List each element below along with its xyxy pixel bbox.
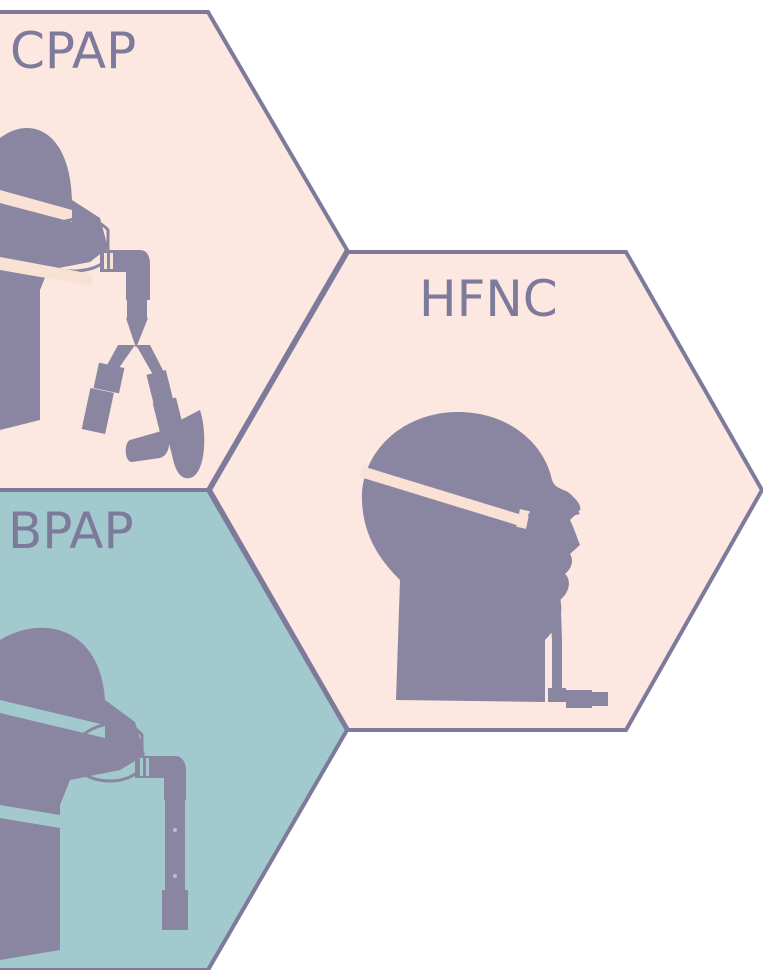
cpap-label: CPAP	[10, 22, 137, 80]
bpap-hexagon	[0, 488, 350, 972]
bpap-label: BPAP	[8, 502, 134, 560]
head-with-full-face-mask-single-tube-icon	[0, 627, 188, 960]
bpap-tile	[0, 488, 350, 972]
head-with-full-face-mask-icon	[0, 127, 205, 479]
head-with-nasal-cannula-icon	[360, 412, 608, 708]
hfnc-tile	[207, 250, 763, 732]
hfnc-label: HFNC	[419, 270, 558, 328]
cpap-tile	[0, 10, 350, 492]
